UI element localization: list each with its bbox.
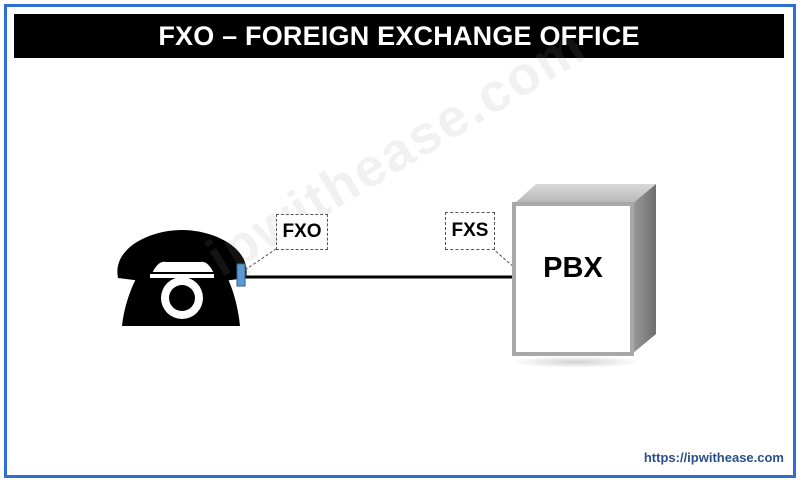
fxo-label: FXO <box>282 221 322 242</box>
fxo-leader-line <box>244 248 277 271</box>
pbx-server-icon <box>510 184 656 368</box>
diagram-frame <box>4 4 796 478</box>
fxs-label: FXS <box>451 220 489 241</box>
page-title: FXO – FOREIGN EXCHANGE OFFICE <box>14 14 784 58</box>
fxo-callout: FXO <box>276 214 328 250</box>
pbx-label: PBX <box>543 252 603 284</box>
telephone-icon <box>117 230 247 326</box>
footer-url[interactable]: https://ipwithease.com <box>643 450 784 465</box>
fxo-port <box>236 263 246 287</box>
fxs-callout: FXS <box>445 212 495 250</box>
fxs-leader-line <box>491 247 516 269</box>
